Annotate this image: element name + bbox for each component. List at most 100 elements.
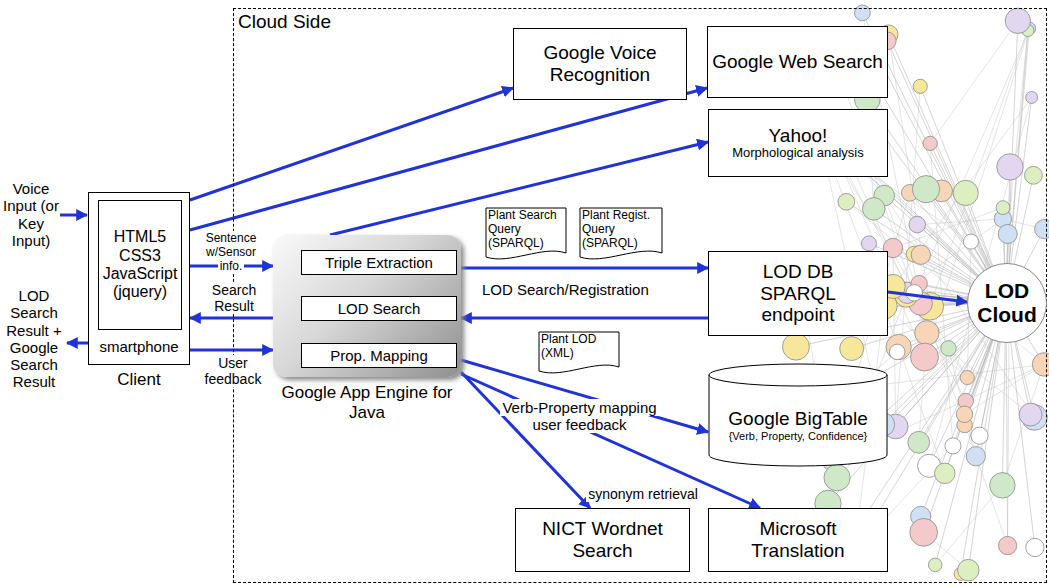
dataset-bubble [935,463,955,483]
flow-arrow [190,88,513,200]
node-text: LOD Search [338,300,421,317]
link-stroke [961,302,1006,574]
device-heading: Client [88,370,190,390]
service-box: Google Voice Recognition [513,28,687,100]
link-stroke [873,48,1006,302]
dataset-bubble [966,447,985,466]
label-patch: Search Result [210,282,258,314]
annotation-label: Voice Input (or Key Input) [3,180,59,249]
dataset-bubble [941,341,956,356]
query-document: Plant Regist. Query (SPARQL) [579,207,663,265]
device-label: smartphone [88,338,190,355]
dataset-bubble [958,559,979,580]
node-text: Prop. Mapping [330,347,428,364]
dataset-bubble [945,438,961,454]
app-engine: Google App Engine for Java Triple Extract… [273,235,461,425]
link-stroke [888,34,1006,302]
annotation-label: LOD Search Result + Google Search Result [3,287,65,391]
flow-arrow [461,267,708,270]
input-arrow [60,214,87,217]
edge-label: synonym retrieval [582,486,704,502]
dataset-bubble [915,321,939,345]
node-text: Plant LOD (XML) [538,331,620,361]
link-stroke [888,34,929,306]
dataset-bubble [960,370,974,384]
dataset-bubble [908,431,930,453]
cylinder-body [709,375,887,466]
node-text: LOD DB SPARQL endpoint [743,261,853,327]
dataset-bubble [963,234,978,249]
annotation-label: LOD Search/Registration [482,281,702,298]
dataset-bubble [998,224,1017,243]
link-stroke [917,219,1003,225]
node-text: Microsoft Translation [712,518,884,562]
dataset-bubble [889,344,905,360]
label-patch: Sentence w/Sensor info. [204,231,259,273]
service-box: NICT Wordnet Search [515,508,690,572]
dataset-bubble [911,343,939,371]
dataset-bubble [913,79,927,93]
label-patch: Verb-Property mapping user feedback [500,399,658,433]
dataset-bubble [911,245,930,264]
edge-label: Sentence w/Sensor info. [191,232,271,273]
module-box: Triple Extraction [301,250,457,275]
dataset-bubble [910,518,938,546]
dataset-bubble [1005,8,1030,33]
dataset-bubble [923,136,937,150]
dataset-bubble [783,333,810,360]
dataset-bubble [840,337,864,361]
node-text: {Verb, Property, Confidence} [729,430,868,443]
engine-title: Google App Engine for Java [273,383,461,422]
dataset-bubble [953,180,978,205]
service-box: Yahoo!Morphological analysis [708,109,888,177]
flow-arrow [190,317,273,320]
link-stroke [887,41,1006,302]
document-outline [539,332,619,373]
query-document: Plant Search Query (SPARQL) [485,207,567,265]
dataset-bubble [912,176,939,203]
region-title: Cloud Side [238,11,331,33]
node-text: Triple Extraction [325,254,433,271]
link-stroke [930,21,1018,144]
dataset-bubble [886,334,911,359]
dataset-bubble [956,406,973,423]
module-box: LOD Search [301,296,457,321]
node-text: Plant Regist. Query (SPARQL) [579,207,663,250]
dataset-bubble [997,154,1023,180]
dataset-bubble [824,465,850,491]
dataset-bubble [1025,166,1043,184]
endpoint-box: LOD DB SPARQL endpoint [708,251,888,336]
output-arrow [67,342,88,345]
dataset-bubble [862,198,885,221]
result-document: Plant LOD (XML) [538,331,620,377]
dataset-bubble [861,236,876,251]
node-text: LOD Cloud [971,279,1043,327]
dataset-bubble [990,473,1015,498]
dataset-bubble [971,427,988,444]
module-box: Prop. Mapping [301,343,457,368]
service-box: Google Web Search [707,26,888,98]
dataset-bubble [906,285,922,301]
flow-arrow [461,372,590,508]
document-outline [580,208,662,259]
flow-arrow [888,292,967,302]
service-box: Microsoft Translation [708,508,888,572]
link-stroke [884,196,1007,546]
dataset-bubble [928,558,942,572]
node-text: Yahoo! [769,125,828,147]
dataset-bubble [998,536,1016,554]
edge-label: User feedback [195,355,271,387]
label-patch: User feedback [203,355,264,387]
database-cylinder: Google BigTable{Verb, Property, Confiden… [708,363,888,467]
node-text: Plant Search Query (SPARQL) [485,207,567,250]
dataset-bubble [1026,91,1038,103]
node-text: Google Web Search [712,51,883,73]
node-text: Google BigTable [728,408,867,430]
dataset-bubble [1026,538,1044,556]
link-stroke [935,485,1002,565]
node-text: Google Voice Recognition [517,42,683,86]
client-device: smartphoneClientHTML5 CSS3 JavaScript (j… [88,192,190,392]
link-stroke [919,28,1029,283]
link-stroke [1008,30,1028,234]
